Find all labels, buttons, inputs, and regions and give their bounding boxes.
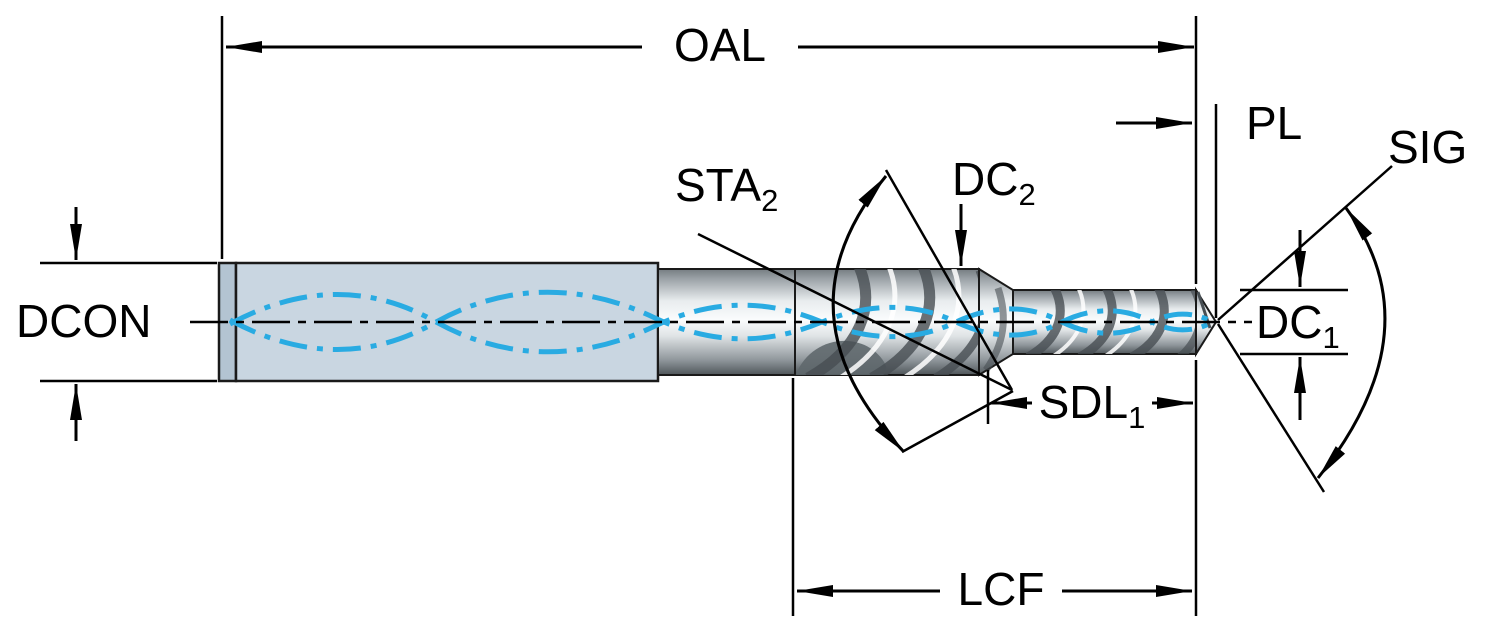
flute-groove: [1129, 290, 1169, 354]
sig-leg-upper: [1217, 165, 1393, 321]
sig-leg-lower: [1216, 323, 1326, 493]
sta2-angle-arc: [831, 175, 906, 454]
flute-highlight: [903, 269, 962, 375]
flute-groove: [1025, 290, 1065, 354]
dc1-label: DC1: [1256, 296, 1340, 353]
dimensions: [40, 16, 1393, 616]
dc2-label-sub: 2: [1018, 177, 1036, 212]
lcf-label: LCF: [957, 563, 1045, 615]
flute-highlight: [1052, 290, 1086, 354]
sdl1-label-base: SDL: [1038, 376, 1129, 428]
dc1-label-sub: 1: [1322, 320, 1340, 355]
pl-label: PL: [1246, 97, 1303, 149]
flute-spirals-pilot: [1025, 290, 1196, 354]
sig-angle-arc: [1316, 207, 1387, 479]
sdl1-label-sub: 1: [1128, 400, 1146, 435]
dc2-label: DC2: [952, 153, 1036, 210]
sdl1-label: SDL1: [1034, 376, 1150, 433]
dc2-label-base: DC: [952, 153, 1019, 205]
sta2-leg-shallow: [697, 232, 1013, 392]
sta2-label-sub: 2: [761, 183, 779, 218]
step-groove: [983, 286, 1007, 372]
dc1-label-base: DC: [1256, 296, 1323, 348]
flute-highlight: [1104, 290, 1138, 354]
sta2-label: STA2: [675, 159, 778, 216]
sta2-label-base: STA: [675, 159, 762, 211]
sig-label: SIG: [1388, 121, 1468, 173]
dcon-label: DCON: [16, 295, 152, 347]
flute-groove: [1177, 290, 1196, 354]
sta2-leg-lower: [901, 389, 1014, 454]
oal-label: OAL: [673, 19, 767, 71]
flute-groove: [1077, 290, 1117, 354]
flute-groove: [933, 270, 979, 375]
sta2-leg-steep: [884, 169, 1014, 391]
